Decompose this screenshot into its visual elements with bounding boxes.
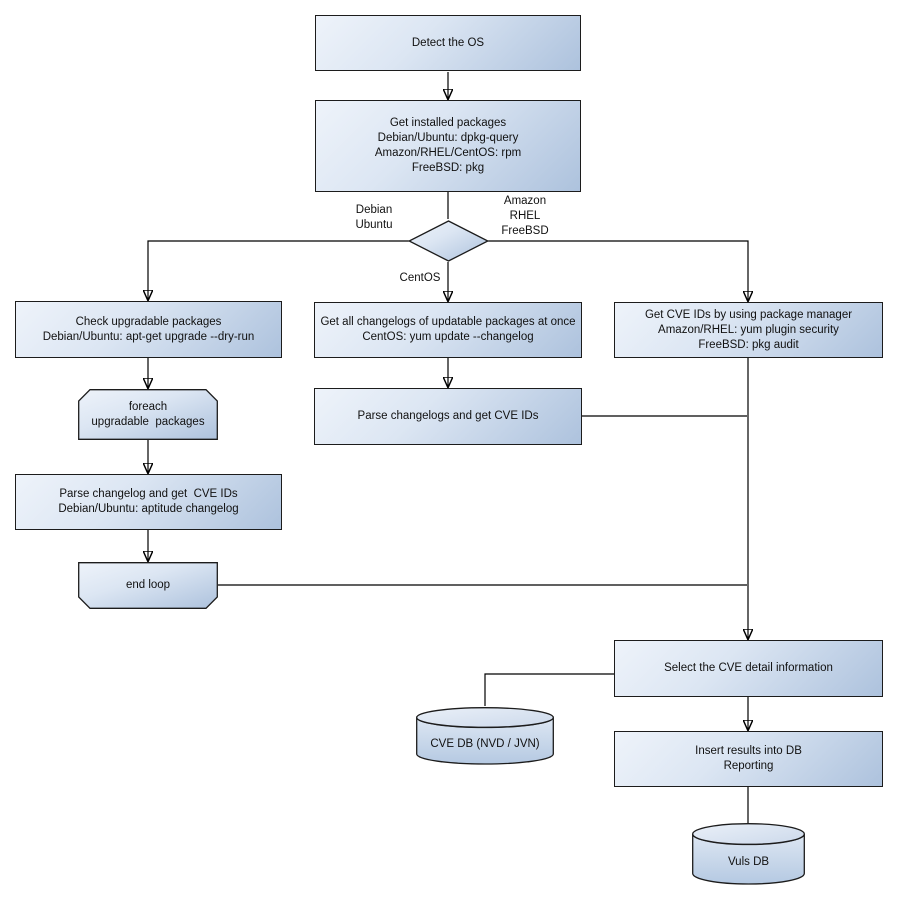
node-label: foreach upgradable packages — [91, 400, 205, 428]
node-get-all-changelogs: Get all changelogs of updatable packages… — [314, 302, 582, 358]
node-label: Detect the OS — [411, 36, 485, 49]
edge-label-centos: CentOS — [399, 272, 441, 284]
edge-decision-to-get-cve-ids — [488, 240, 748, 300]
node-check-upgradable-packages: Check upgradable packages Debian/Ubuntu:… — [15, 301, 282, 358]
node-label: Insert results into DB Reporting — [695, 745, 802, 772]
loop-start-shape — [78, 389, 218, 440]
node-select-cve-detail: Select the CVE detail information — [614, 640, 883, 697]
node-get-cve-ids-by-package-manager: Get CVE IDs by using package manager Ama… — [614, 302, 883, 358]
node-label: Parse changelog and get CVE IDs Debian/U… — [58, 488, 239, 515]
node-parse-changelog-left: Parse changelog and get CVE IDs Debian/U… — [15, 474, 282, 530]
node-foreach-loop-start: foreach upgradable packages — [78, 389, 218, 440]
diamond-shape — [408, 220, 489, 262]
edge-cve-db-to-select — [484, 673, 614, 706]
edge-label-amazon-rhel-freebsd: Amazon RHEL FreeBSD — [501, 195, 549, 237]
node-label: Get CVE IDs by using package manager Ama… — [644, 308, 853, 351]
node-label: CVE DB (NVD / JVN) — [430, 737, 540, 750]
node-label: Get all changelogs of updatable packages… — [320, 316, 576, 343]
node-label: Get installed packages Debian/Ubuntu: dp… — [374, 117, 522, 174]
node-os-decision-diamond — [408, 220, 489, 262]
node-label: Select the CVE detail information — [664, 662, 833, 674]
node-insert-results-into-db: Insert results into DB Reporting — [614, 731, 883, 787]
database-cylinder-shape — [416, 707, 554, 765]
node-get-installed-packages: Get installed packages Debian/Ubuntu: dp… — [315, 100, 581, 192]
edge-label-debian-ubuntu: Debian Ubuntu — [355, 204, 393, 231]
edge-decision-to-check-upgradable — [148, 240, 409, 299]
node-cve-db-cylinder: CVE DB (NVD / JVN) — [416, 707, 554, 765]
node-label: Parse changelogs and get CVE IDs — [357, 410, 539, 422]
node-parse-changelogs-get-cve-ids: Parse changelogs and get CVE IDs — [314, 388, 582, 445]
node-detect-os: Detect the OS — [315, 15, 581, 71]
node-label: end loop — [125, 579, 171, 591]
node-label: Check upgradable packages Debian/Ubuntu:… — [42, 315, 255, 343]
node-end-loop: end loop — [78, 562, 218, 609]
node-label: Vuls DB — [727, 855, 770, 868]
loop-end-shape — [78, 562, 218, 609]
node-vuls-db-cylinder: Vuls DB — [692, 823, 805, 885]
database-cylinder-shape — [692, 823, 805, 885]
